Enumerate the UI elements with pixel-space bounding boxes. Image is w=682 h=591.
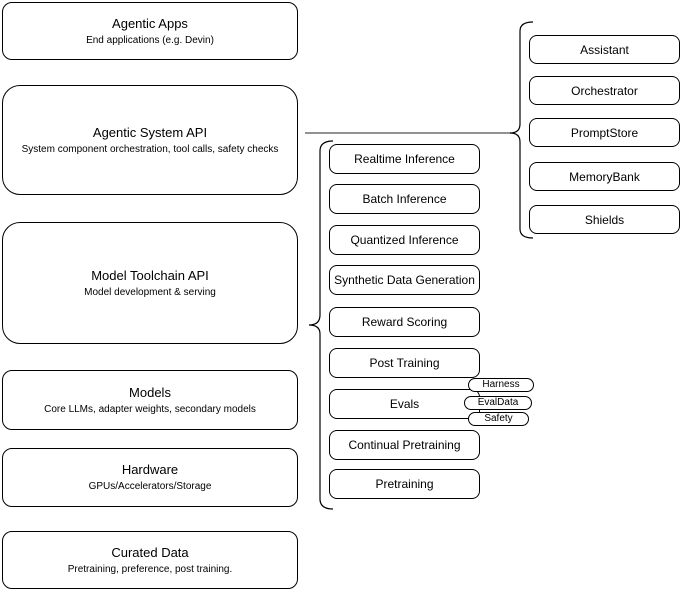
- node-label: MemoryBank: [569, 169, 640, 184]
- node-curated-data[interactable]: Curated Data Pretraining, preference, po…: [2, 531, 298, 589]
- node-label: Continual Pretraining: [348, 438, 461, 452]
- node-subtitle: System component orchestration, tool cal…: [21, 143, 279, 155]
- node-label: Orchestrator: [571, 83, 638, 98]
- pill-label: EvalData: [477, 397, 519, 408]
- node-title: Curated Data: [111, 544, 189, 560]
- pill-label: Safety: [484, 413, 513, 424]
- node-label: Pretraining: [375, 477, 434, 491]
- node-label: Shields: [584, 212, 625, 227]
- node-continual-pretraining[interactable]: Continual Pretraining: [329, 430, 480, 460]
- toolchain-brace: [308, 140, 334, 510]
- node-evals-harness[interactable]: Harness: [468, 378, 534, 392]
- node-subtitle: Pretraining, preference, post training.: [67, 563, 233, 575]
- node-title: Agentic System API: [92, 124, 208, 140]
- node-title: Model Toolchain API: [91, 267, 209, 283]
- node-synthetic-data-generation[interactable]: Synthetic Data Generation: [329, 265, 480, 295]
- node-evals-evaldata[interactable]: EvalData: [464, 396, 532, 410]
- node-agentic-system-api[interactable]: Agentic System API System component orch…: [2, 85, 298, 195]
- node-shields[interactable]: Shields: [529, 205, 680, 234]
- node-pretraining[interactable]: Pretraining: [329, 469, 480, 499]
- node-label: Realtime Inference: [354, 152, 455, 166]
- node-subtitle: GPUs/Accelerators/Storage: [88, 481, 212, 492]
- node-label: Post Training: [369, 356, 440, 370]
- node-agentic-apps[interactable]: Agentic Apps End applications (e.g. Devi…: [2, 2, 298, 60]
- node-memorybank[interactable]: MemoryBank: [529, 162, 680, 191]
- node-label: Assistant: [580, 42, 629, 57]
- node-hardware[interactable]: Hardware GPUs/Accelerators/Storage: [2, 448, 298, 507]
- node-label: Synthetic Data Generation: [334, 273, 475, 287]
- node-label: PromptStore: [570, 125, 639, 140]
- node-promptstore[interactable]: PromptStore: [529, 118, 680, 147]
- node-evals[interactable]: Evals: [329, 389, 480, 419]
- node-subtitle: Core LLMs, adapter weights, secondary mo…: [44, 403, 256, 415]
- node-batch-inference[interactable]: Batch Inference: [329, 184, 480, 214]
- node-label: Quantized Inference: [350, 233, 459, 247]
- node-title: Models: [129, 384, 171, 400]
- node-models[interactable]: Models Core LLMs, adapter weights, secon…: [2, 370, 298, 430]
- node-quantized-inference[interactable]: Quantized Inference: [329, 225, 480, 255]
- node-evals-safety[interactable]: Safety: [468, 412, 529, 426]
- system-components-brace: [509, 21, 534, 239]
- node-title: Hardware: [121, 462, 179, 477]
- node-label: Batch Inference: [362, 192, 447, 206]
- node-reward-scoring[interactable]: Reward Scoring: [329, 307, 480, 337]
- node-assistant[interactable]: Assistant: [529, 35, 680, 64]
- node-model-toolchain-api[interactable]: Model Toolchain API Model development & …: [2, 222, 298, 344]
- node-post-training[interactable]: Post Training: [329, 348, 480, 378]
- node-subtitle: Model development & serving: [84, 286, 216, 298]
- node-subtitle: End applications (e.g. Devin): [86, 34, 214, 46]
- node-orchestrator[interactable]: Orchestrator: [529, 76, 680, 105]
- pill-label: Harness: [482, 379, 520, 390]
- node-realtime-inference[interactable]: Realtime Inference: [329, 144, 480, 174]
- node-label: Evals: [389, 397, 420, 411]
- node-label: Reward Scoring: [361, 315, 448, 329]
- node-title: Agentic Apps: [112, 15, 188, 31]
